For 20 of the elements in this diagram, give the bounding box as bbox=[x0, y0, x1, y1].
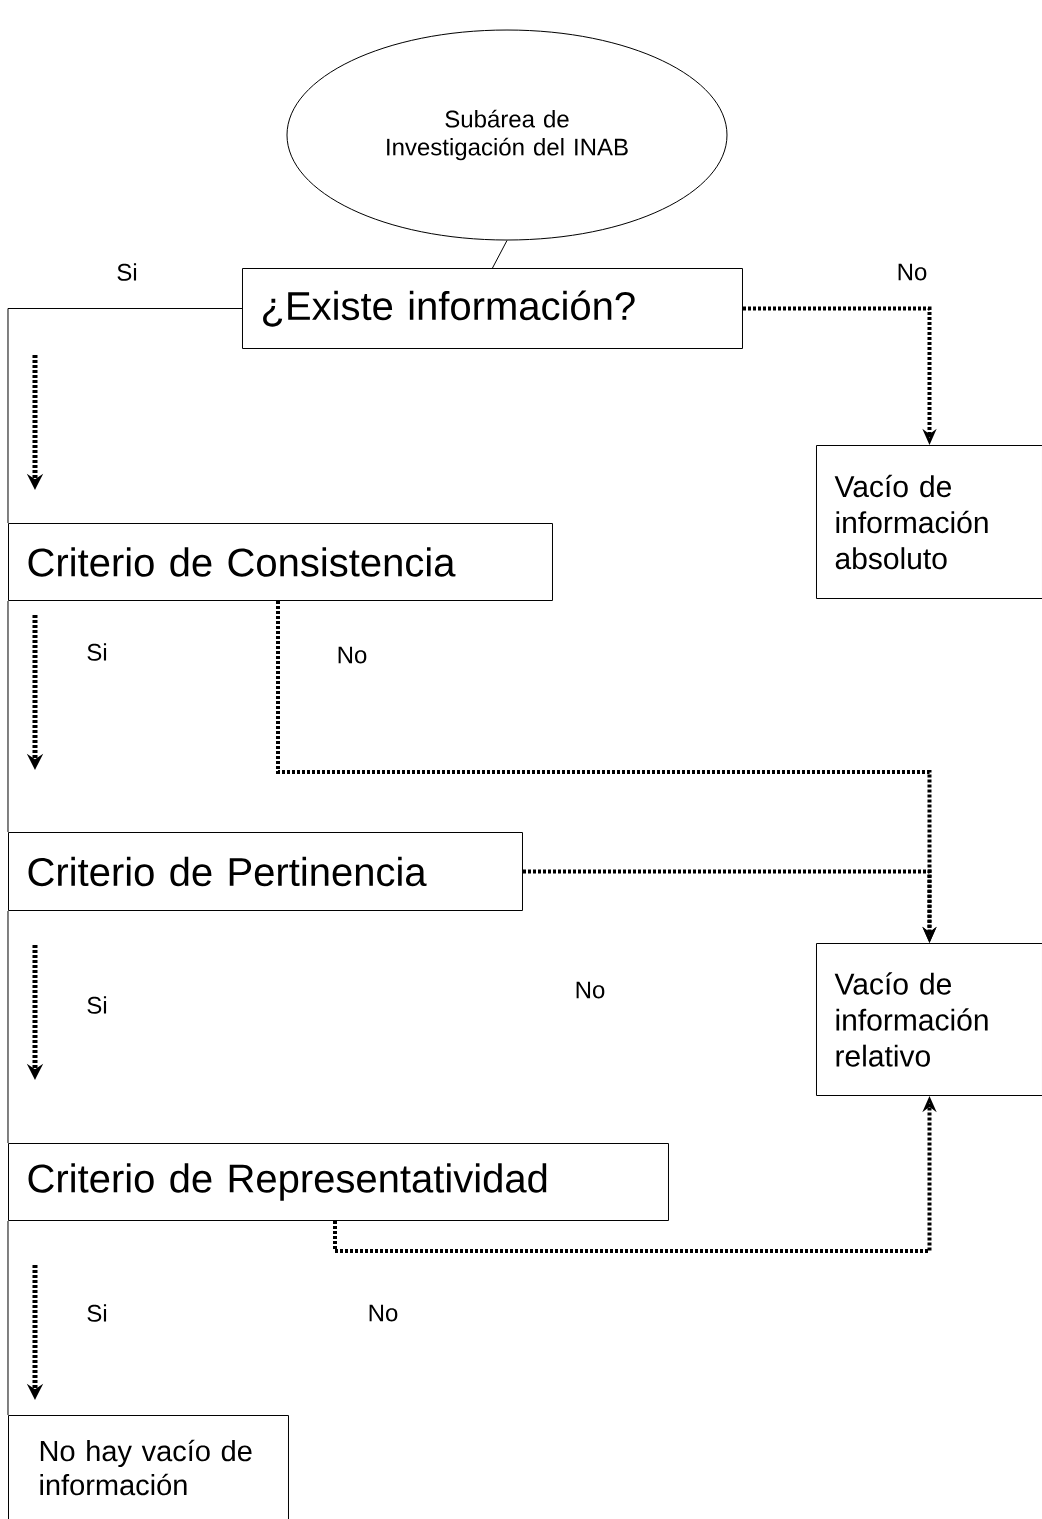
edge-label: Si bbox=[87, 643, 107, 661]
process-box: Criterio de Pertinencia bbox=[8, 832, 523, 911]
process-box: No hay vacío de información bbox=[8, 1415, 289, 1519]
connector bbox=[7, 910, 9, 1144]
connector bbox=[7, 600, 9, 833]
connector bbox=[7, 308, 243, 524]
connector bbox=[7, 1220, 9, 1416]
connector bbox=[492, 240, 508, 269]
process-box: Criterio de Representatividad bbox=[8, 1143, 669, 1221]
process-box: Vacío de información relativo bbox=[816, 943, 1042, 1096]
process-box: Criterio de Consistencia bbox=[8, 523, 553, 601]
edge-label: No bbox=[338, 646, 367, 664]
edge-label: No bbox=[576, 981, 605, 999]
edge-label: Si bbox=[87, 1304, 107, 1322]
edge-label: No bbox=[898, 263, 927, 281]
edge-label: No bbox=[369, 1304, 398, 1322]
edge-label: Si bbox=[117, 263, 137, 281]
process-box: ¿Existe información? bbox=[242, 268, 743, 349]
process-box: Vacío de información absoluto bbox=[816, 445, 1042, 599]
edge-label: Si bbox=[87, 996, 107, 1014]
